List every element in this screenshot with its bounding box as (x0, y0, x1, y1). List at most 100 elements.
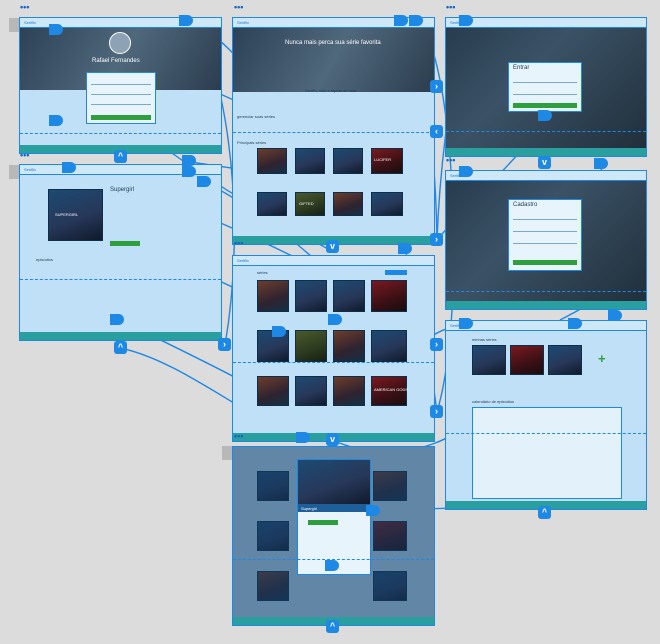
chevron-right-icon[interactable]: › (218, 338, 231, 351)
hotspot[interactable] (179, 15, 193, 26)
hotspot[interactable] (608, 310, 622, 321)
poster[interactable] (371, 192, 403, 216)
hotspot[interactable] (459, 15, 473, 26)
top-bar: Seriflix (446, 321, 646, 331)
hotspot[interactable] (459, 166, 473, 177)
screen-register: Seriflix Cadastro (445, 170, 647, 310)
poster[interactable] (257, 280, 289, 312)
poster[interactable] (371, 280, 407, 312)
hotspot[interactable] (62, 162, 76, 173)
frame-menu[interactable]: ••• (446, 2, 456, 12)
footer (446, 501, 646, 509)
hotspot[interactable] (325, 560, 339, 571)
hotspot[interactable] (409, 15, 423, 26)
hotspot[interactable] (394, 15, 408, 26)
email-field[interactable] (513, 228, 577, 232)
hotspot[interactable] (296, 432, 310, 443)
poster[interactable] (510, 345, 544, 375)
poster-word: LUCIFER (374, 157, 392, 162)
fold-line (446, 131, 646, 132)
chevron-down-icon[interactable]: v (326, 240, 339, 253)
poster[interactable] (371, 330, 407, 362)
password-field[interactable] (513, 240, 577, 244)
register-button[interactable] (513, 260, 577, 265)
hotspot[interactable] (197, 176, 211, 187)
follow-button[interactable] (110, 241, 140, 246)
hotspot[interactable] (49, 24, 63, 35)
poster[interactable] (472, 345, 506, 375)
hotspot[interactable] (182, 155, 196, 166)
screen-detail: Seriflix SUPERGIRL Supergirl episódios (19, 164, 222, 341)
poster-word: GIFTED (299, 201, 314, 206)
chevron-up-icon[interactable]: ^ (538, 506, 551, 519)
frame-tab (9, 18, 19, 32)
hotspot[interactable] (182, 166, 196, 177)
password-field[interactable] (513, 91, 577, 95)
hotspot[interactable] (538, 110, 552, 121)
hotspot[interactable] (398, 243, 412, 254)
chevron-right-icon[interactable]: › (430, 405, 443, 418)
fold-line (20, 133, 221, 134)
poster[interactable]: AMERICAN GODS (371, 376, 408, 406)
screen-my-series: Seriflix minhas séries + calendário de e… (445, 320, 647, 510)
poster[interactable]: GIFTED (295, 192, 325, 216)
poster[interactable] (333, 280, 365, 312)
name-field[interactable] (513, 216, 577, 220)
poster[interactable] (548, 345, 582, 375)
name-field[interactable] (91, 81, 151, 85)
poster[interactable] (333, 192, 363, 216)
frame-menu[interactable]: ••• (234, 238, 244, 248)
frame-menu[interactable]: ••• (234, 431, 244, 441)
poster[interactable] (295, 148, 325, 174)
frame-menu[interactable]: ••• (446, 155, 456, 165)
hotspot[interactable] (366, 505, 380, 516)
chevron-right-icon[interactable]: › (430, 338, 443, 351)
modal-cover (298, 460, 370, 504)
poster[interactable] (295, 376, 327, 406)
login-button[interactable] (513, 103, 577, 108)
hotspot[interactable] (272, 326, 286, 337)
poster[interactable] (295, 280, 327, 312)
poster[interactable] (257, 148, 287, 174)
poster[interactable]: LUCIFER (371, 148, 403, 174)
chevron-up-icon[interactable]: ^ (114, 341, 127, 354)
email-field[interactable] (513, 79, 577, 83)
poster[interactable] (333, 148, 363, 174)
password-field[interactable] (91, 101, 151, 105)
chevron-down-icon[interactable]: v (538, 156, 551, 169)
frame-menu[interactable]: ••• (20, 150, 30, 160)
series-cover: SUPERGIRL (48, 189, 103, 241)
modal-title: Supergirl (301, 506, 318, 511)
hotspot[interactable] (49, 115, 63, 126)
poster[interactable] (333, 330, 365, 362)
add-button[interactable] (385, 270, 407, 275)
hotspot[interactable] (459, 318, 473, 329)
add-series-icon[interactable]: + (598, 351, 606, 366)
hotspot[interactable] (110, 314, 124, 325)
save-button[interactable] (91, 115, 151, 120)
chevron-left-icon[interactable]: ‹ (430, 125, 443, 138)
hotspot[interactable] (328, 314, 342, 325)
hotspot[interactable] (568, 318, 582, 329)
section-title: gerenciar suas séries (237, 114, 276, 119)
top-bar: Seriflix (446, 18, 646, 28)
chevron-right-icon[interactable]: › (430, 233, 443, 246)
poster[interactable] (333, 376, 365, 406)
email-field[interactable] (91, 91, 151, 95)
chevron-up-icon[interactable]: ^ (326, 620, 339, 633)
calendar-title: calendário de episódios (472, 399, 515, 404)
top-bar: Seriflix (20, 18, 221, 28)
poster[interactable] (257, 192, 287, 216)
chevron-down-icon[interactable]: v (326, 433, 339, 446)
episodes-calendar (472, 407, 622, 499)
frame-menu[interactable]: ••• (234, 2, 244, 12)
frame-menu[interactable]: ••• (20, 2, 30, 12)
top-bar: Seriflix (233, 256, 434, 266)
hotspot[interactable] (594, 158, 608, 169)
chevron-up-icon[interactable]: ^ (114, 150, 127, 163)
brand-logo: Seriflix (450, 323, 463, 328)
poster[interactable] (295, 330, 327, 362)
follow-button[interactable] (308, 520, 338, 525)
poster[interactable] (257, 376, 289, 406)
chevron-right-icon[interactable]: › (430, 80, 443, 93)
